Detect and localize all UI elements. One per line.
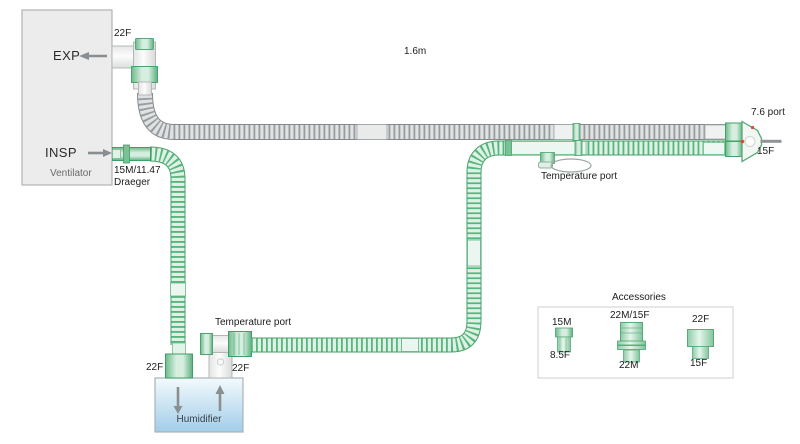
exp-flow-arrow-icon	[79, 52, 107, 60]
insp-port-label: INSP	[45, 145, 77, 160]
expiratory-tube-sleeve	[553, 124, 575, 140]
insp-temp-port-label: Temperature port	[541, 171, 618, 182]
adapter-22m15f-22m	[617, 322, 646, 363]
wye-size-label: 15F	[757, 146, 775, 157]
humidifier-inlet-connector	[165, 353, 193, 379]
wye-port-label: 7.6 port	[751, 107, 785, 118]
exp-elbow-connector	[111, 38, 158, 96]
inspiratory-tube-sleeve	[401, 338, 419, 352]
accessories-title: Accessories	[612, 292, 666, 303]
exp-elbow-size-label: 22F	[114, 28, 132, 39]
exp-port-label: EXP	[53, 48, 81, 63]
humidifier-box	[154, 377, 244, 433]
humidifier-down-arrow-icon	[173, 387, 183, 414]
adapter-15m-85f	[555, 327, 573, 353]
accessory-15f-label: 15F	[690, 358, 708, 369]
humidifier-up-arrow-icon	[215, 385, 225, 411]
temperature-port-fitting	[505, 140, 592, 173]
ventilator-box	[21, 9, 113, 186]
accessory-85f-label: 8.5F	[550, 350, 571, 361]
inspiratory-tube-to-humidifier	[149, 146, 186, 356]
temperature-port-cap	[538, 161, 553, 169]
ventilator-label: Ventilator	[50, 168, 92, 179]
accessory-22m15f-label: 22M/15F	[610, 310, 650, 321]
inspiratory-tube-to-wye	[251, 140, 743, 353]
humidifier-temp-port-label: Temperature port	[215, 317, 292, 328]
tube-length-label: 1.6m	[404, 46, 427, 57]
expiratory-tube	[137, 92, 743, 142]
humidifier-outlet-size-label: 22F	[232, 363, 250, 374]
insp-flow-arrow-icon	[88, 149, 112, 157]
temperature-port-tether	[550, 158, 592, 173]
accessory-22m-label: 22M	[619, 360, 639, 371]
humidifier-inlet-size-label: 22F	[146, 362, 164, 373]
expiratory-tube-sleeve	[356, 124, 388, 140]
insp-adapter-size-label: 15M/11.47	[114, 165, 161, 176]
temperature-port-cap	[200, 333, 213, 355]
wye-connector	[740, 120, 782, 163]
insp-adapter	[112, 144, 151, 164]
accessories-box	[537, 306, 734, 379]
inspiratory-tube-sleeve	[467, 239, 481, 267]
adapter-22f-15f	[687, 329, 714, 359]
accessory-15m-label: 15M	[552, 317, 572, 328]
gas-sampling-port	[760, 139, 782, 143]
accessory-22f-label: 22F	[692, 314, 710, 325]
humidifier-label: Humidifier	[176, 414, 222, 425]
insp-adapter-label: 15M/11.47 Draeger	[114, 165, 161, 189]
inspiratory-tube-sleeve	[170, 282, 186, 297]
insp-adapter-brand-label: Draeger	[114, 177, 151, 188]
